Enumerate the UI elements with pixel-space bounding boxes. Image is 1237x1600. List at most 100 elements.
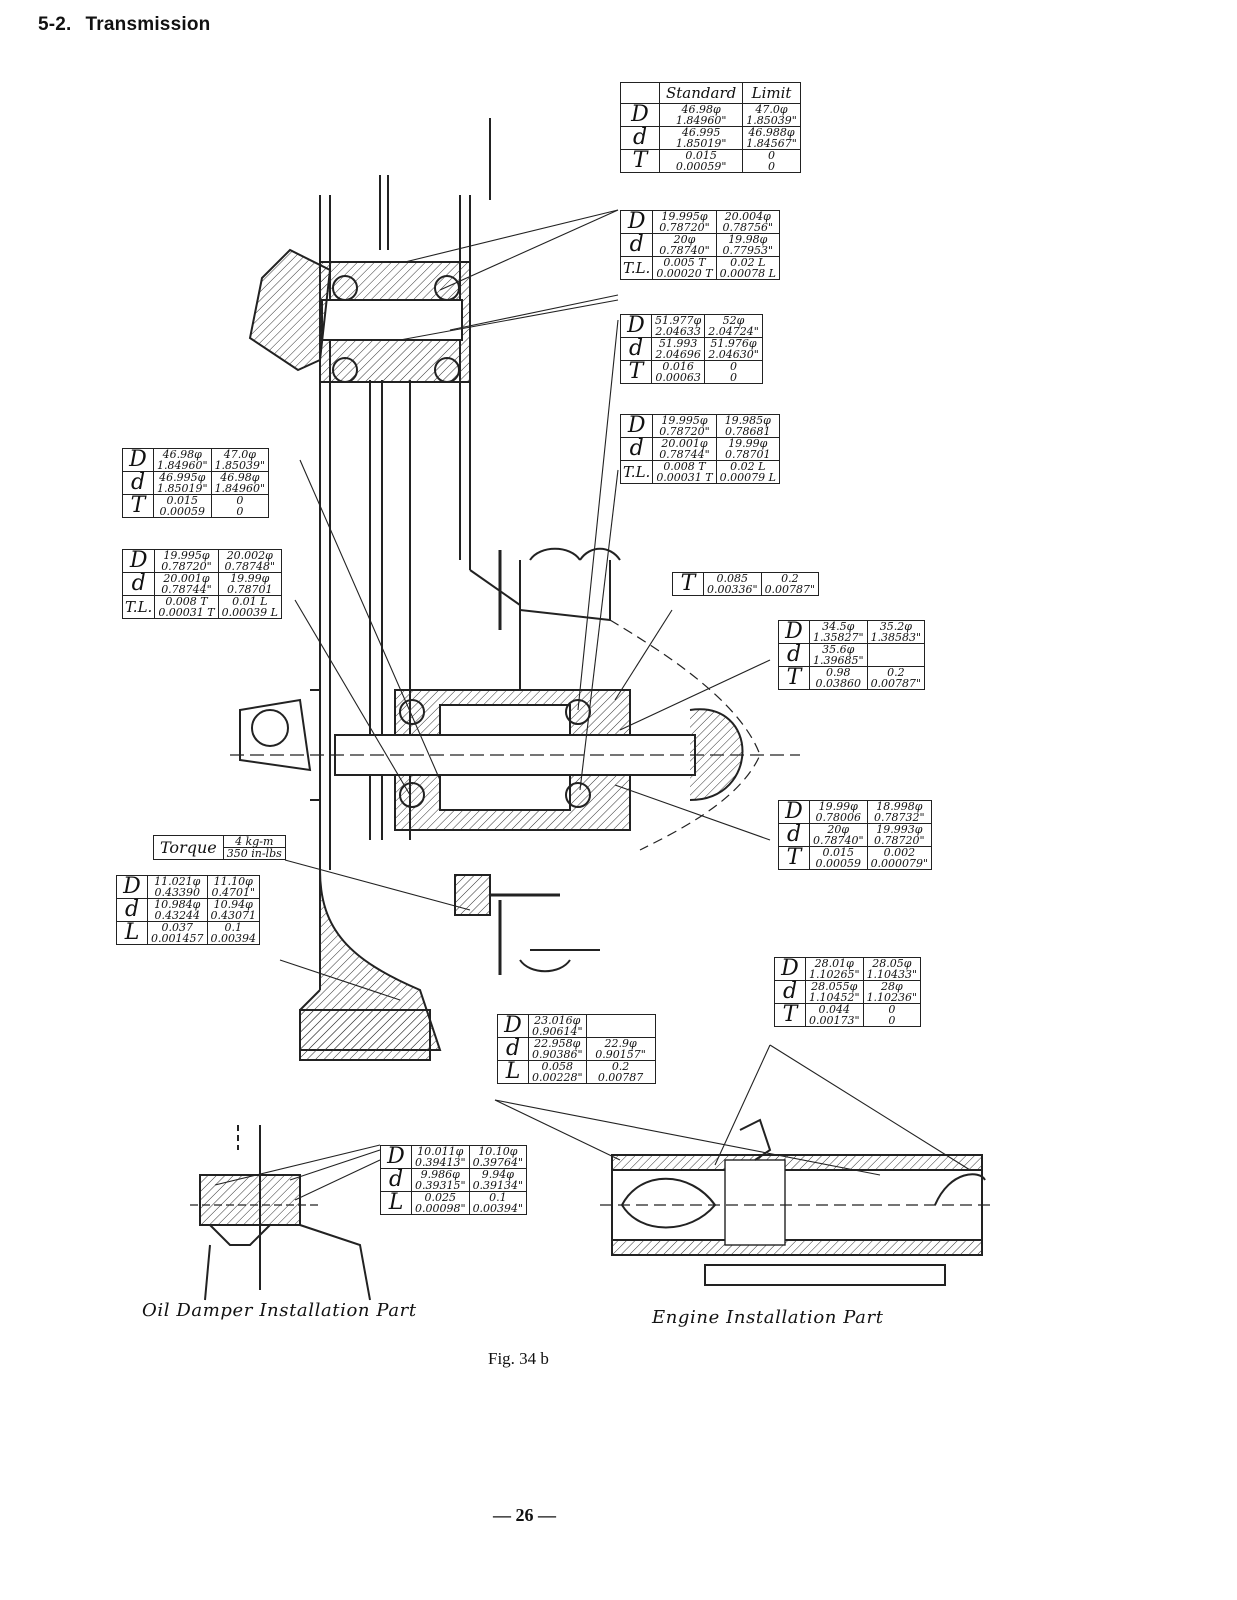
symbol-label: D (778, 620, 810, 644)
limit-value: 0.2 (585, 1060, 656, 1072)
symbol-label: T (778, 666, 810, 690)
limit-value: 0.1 (468, 1191, 528, 1203)
standard-value: 51.993 (650, 337, 706, 349)
symbol-label: D (619, 210, 654, 234)
symbol-label: D (497, 1014, 529, 1038)
standard-value: 20.001φ (154, 572, 219, 584)
limit-value-inch: 1.10433" (862, 969, 922, 981)
torque-value-imperial: 350 in-lbs (222, 847, 286, 860)
limit-value-inch: 1.10236" (862, 992, 922, 1004)
standard-value-inch: 0.90614" (528, 1026, 587, 1038)
limit-value-inch: 0.00787" (866, 678, 926, 690)
limit-value-inch: 0.00078 L (715, 268, 780, 280)
damper-installation-caption: Oil Damper Installation Part (142, 1300, 417, 1321)
standard-value-inch: 0.00336" (703, 584, 762, 596)
symbol-label: d (116, 898, 148, 922)
standard-value: 0.008 T (652, 460, 717, 472)
symbol-label: T (122, 494, 154, 518)
limit-value-inch: 1.84567" (742, 138, 801, 150)
standard-value-inch: 0.78740" (809, 835, 868, 847)
section-heading: 5-2.Transmission (38, 14, 210, 36)
limit-value: 19.99φ (715, 437, 780, 449)
standard-value-inch: 0.00020 T (652, 268, 717, 280)
limit-value-inch: 1.85039" (210, 460, 270, 472)
standard-value-inch: 0.00059 (809, 858, 868, 870)
limit-value: 35.2φ (866, 620, 926, 632)
limit-value-inch: 0 (862, 1015, 922, 1027)
limit-value: 51.976φ (704, 337, 763, 349)
symbol-label: L (497, 1060, 529, 1084)
standard-value-inch: 0.00031 T (154, 607, 219, 619)
limit-value: 22.9φ (585, 1037, 656, 1049)
symbol-label: T (620, 149, 660, 173)
limit-value-inch: 0.78748" (217, 561, 282, 573)
standard-value: 19.995φ (652, 210, 717, 222)
limit-value: 0 (862, 1003, 922, 1015)
standard-value-inch: 1.10265" (805, 969, 864, 981)
limit-value: 10.94φ (206, 898, 260, 910)
limit-value: 0.1 (206, 921, 260, 933)
standard-value-inch: 0.78720" (652, 222, 717, 234)
limit-value: 0 (742, 149, 801, 161)
symbol-label: D (778, 800, 810, 824)
limit-value-inch: 0.78701 (217, 584, 282, 596)
limit-value-inch: 0 (210, 506, 270, 518)
limit-value-inch (585, 1026, 656, 1038)
limit-value: 20.002φ (217, 549, 282, 561)
limit-value-inch: 0 (704, 372, 763, 384)
standard-value-inch: 0.00063 (650, 372, 706, 384)
limit-value-inch: 1.84960" (210, 483, 270, 495)
limit-value: 46.988φ (742, 126, 801, 138)
limit-value-inch: 0.78720" (866, 835, 933, 847)
limit-value: 0.02 L (715, 256, 780, 268)
symbol-label: d (620, 337, 652, 361)
limit-value-inch: 0.00394 (206, 933, 260, 945)
standard-value-inch: 0.00059 (153, 506, 212, 518)
standard-value-inch: 0.00173" (805, 1015, 864, 1027)
standard-value-inch: 1.85019" (658, 138, 744, 150)
standard-value-inch: 0.03860 (809, 678, 868, 690)
limit-value: 52φ (704, 314, 763, 326)
limit-value (585, 1014, 656, 1026)
limit-value: 47.0φ (210, 448, 270, 460)
limit-value-inch: 0.00394" (468, 1203, 528, 1215)
limit-value-inch: 0.39764" (468, 1157, 528, 1169)
standard-value-inch: 2.04633 (650, 326, 706, 338)
symbol-label: T.L. (619, 460, 654, 484)
limit-value-inch (866, 655, 926, 667)
limit-value-inch: 0 (742, 161, 801, 173)
standard-value-inch: 0.39315" (411, 1180, 470, 1192)
section-title: Transmission (85, 14, 211, 35)
symbol-label: d (121, 572, 156, 596)
symbol-label: T (620, 360, 652, 384)
limit-value: 10.10φ (468, 1145, 528, 1157)
limit-value-inch: 0.000079" (866, 858, 933, 870)
standard-value-inch: 0.78744" (154, 584, 219, 596)
standard-value-inch: 0.78006 (809, 812, 868, 824)
symbol-label: D (122, 448, 154, 472)
limit-value-inch: 2.04724" (704, 326, 763, 338)
limit-value-inch: 1.38583" (866, 632, 926, 644)
limit-value-inch: 0.00787" (760, 584, 820, 596)
limit-value-inch: 2.04630" (704, 349, 763, 361)
standard-value-inch: 0.78744" (652, 449, 717, 461)
limit-value: 9.94φ (468, 1168, 528, 1180)
standard-value: 0.015 (658, 149, 744, 161)
limit-value: 47.0φ (742, 103, 801, 115)
standard-value: 11.021φ (147, 875, 208, 887)
standard-value: 46.995 (658, 126, 744, 138)
spec-blank-header (620, 82, 660, 104)
standard-value-inch: 0.001457 (147, 933, 208, 945)
standard-value-inch: 1.85019" (153, 483, 212, 495)
symbol-label: D (620, 314, 652, 338)
symbol-label: D (774, 957, 806, 981)
symbol-label: d (497, 1037, 529, 1061)
